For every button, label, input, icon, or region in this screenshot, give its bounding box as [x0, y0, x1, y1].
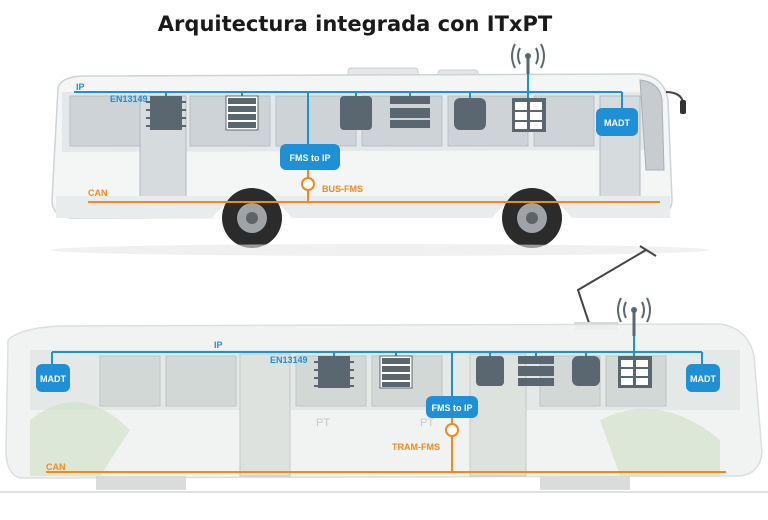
bus-en13149-device	[146, 96, 186, 130]
tram-ip-network	[51, 336, 703, 396]
tram-madt-right-label: MADT	[690, 374, 716, 384]
tram-server-device	[379, 355, 413, 389]
bus-madt-label: MADT	[604, 118, 630, 128]
tram-fms-gateway-box	[426, 396, 478, 418]
tram-en13149-device	[314, 356, 354, 388]
bus-server-device	[225, 95, 259, 131]
tram-device-box-2	[572, 356, 600, 386]
bus-fms-label: FMS to IP	[290, 153, 331, 163]
tram-madt-left-label: MADT	[40, 374, 66, 384]
diagram-title: Arquitectura integrada con ITxPT	[157, 12, 553, 36]
bus-fms-gateway-box	[280, 144, 340, 170]
bus-ip-network	[74, 74, 623, 146]
bus-madt-box	[596, 108, 638, 136]
tram-fms-node	[445, 423, 459, 437]
tram-ip-label: IP	[214, 340, 223, 350]
bus-device-box-1	[340, 96, 372, 130]
tram-tramfms-label: TRAM-FMS	[392, 442, 440, 452]
tram-router-device	[518, 356, 554, 386]
tram-madt-left-box	[36, 364, 70, 392]
tram-en13149-label: EN13149	[270, 355, 308, 365]
bus-router-device	[390, 96, 430, 128]
bus-fms-node	[301, 177, 315, 191]
svg-text:PT: PT	[420, 417, 434, 429]
tram-can-label: CAN	[46, 462, 66, 472]
bus-busfms-label: BUS-FMS	[322, 184, 363, 194]
bus-ip-label: IP	[76, 82, 85, 92]
bus-vehicle	[50, 67, 710, 256]
tram-modem-device	[618, 356, 652, 388]
bus-antenna-icon	[511, 43, 545, 74]
tram-device-box-1	[476, 356, 504, 386]
bus-device-box-2	[454, 98, 486, 130]
bus-en13149-label: EN13149	[110, 94, 148, 104]
tram-madt-right-box	[686, 364, 720, 392]
bus-modem-device	[512, 98, 546, 132]
tram-antenna-icon	[617, 297, 651, 336]
bus-can-label: CAN	[88, 188, 108, 198]
tram-fms-label: FMS to IP	[432, 403, 473, 413]
svg-text:PT: PT	[316, 417, 330, 429]
